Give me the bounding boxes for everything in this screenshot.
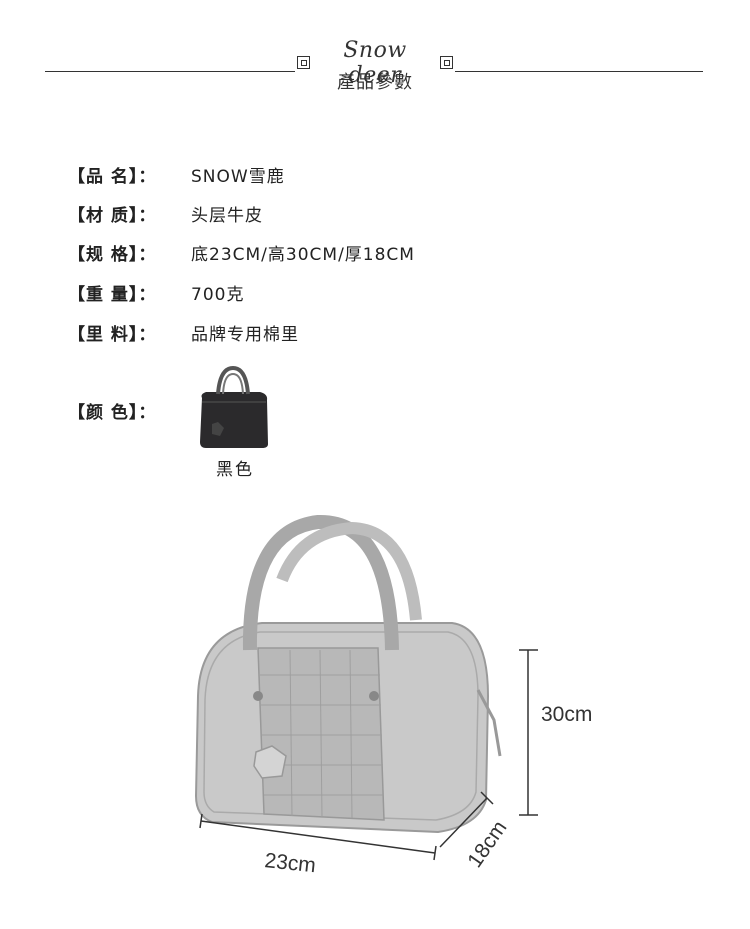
spec-row-lining: 【里 料】： 品牌专用棉里 — [68, 322, 299, 348]
knot-ornament-icon — [297, 56, 310, 69]
bag-stud-icon — [369, 691, 379, 701]
spec-label: 【材 质】： — [68, 206, 157, 226]
spec-row-size: 【规 格】： 底23CM/高30CM/厚18CM — [68, 242, 415, 268]
spec-label: 【品 名】： — [68, 167, 157, 187]
bag-body-icon — [200, 392, 268, 448]
depth-label: 18cm — [463, 817, 511, 872]
height-dimension: 30cm — [519, 649, 592, 816]
spec-value: SNOW雪鹿 — [191, 167, 285, 187]
bag-tag-icon — [212, 422, 224, 436]
width-dimension-line — [200, 820, 436, 854]
section-title: 產品參數 — [337, 72, 413, 93]
width-label: 23cm — [263, 849, 316, 877]
bag-handle-icon — [216, 365, 250, 395]
spec-label: 【里 料】： — [68, 325, 157, 345]
swatch-label: 黑色 — [216, 460, 254, 480]
width-dimension-cap — [433, 845, 437, 861]
spec-value: 品牌专用棉里 — [191, 325, 299, 345]
header-rule-right — [455, 71, 703, 72]
brand-logo-text: Snow deer — [343, 38, 407, 88]
bag-handle-icon — [242, 514, 399, 651]
knot-ornament-icon — [440, 56, 453, 69]
dimension-diagram: 30cm 23cm 18cm — [194, 514, 592, 877]
spec-row-name: 【品 名】： SNOW雪鹿 — [68, 164, 285, 190]
bag-handle-icon — [222, 372, 244, 395]
spec-label: 【颜 色】： — [68, 403, 157, 423]
spec-row-weight: 【重 量】： 700克 — [68, 282, 244, 308]
section-header: Snow deer 產品參數 — [0, 0, 750, 110]
height-label: 30cm — [541, 703, 592, 726]
bag-zipper-pull-icon — [476, 689, 502, 757]
bag-stud-icon — [253, 691, 263, 701]
bag-handle-icon — [276, 521, 422, 621]
spec-value: 700克 — [191, 285, 245, 305]
spec-row-color: 【颜 色】： — [68, 400, 191, 426]
spec-value: 底23CM/高30CM/厚18CM — [191, 245, 415, 265]
color-swatch-black[interactable] — [190, 362, 276, 452]
spec-label: 【规 格】： — [68, 245, 157, 265]
croc-texture-icon — [260, 649, 384, 819]
header-rule-left — [45, 71, 295, 72]
spec-label: 【重 量】： — [68, 285, 157, 305]
handbag-illustration — [194, 514, 502, 834]
bag-tag-icon — [253, 745, 287, 779]
depth-dimension-line — [439, 797, 488, 848]
spec-row-material: 【材 质】： 头层牛皮 — [68, 203, 263, 229]
width-dimension: 23cm — [199, 813, 437, 877]
width-dimension-cap — [199, 813, 203, 829]
depth-dimension-cap — [480, 791, 494, 805]
spec-value: 头层牛皮 — [191, 206, 263, 226]
